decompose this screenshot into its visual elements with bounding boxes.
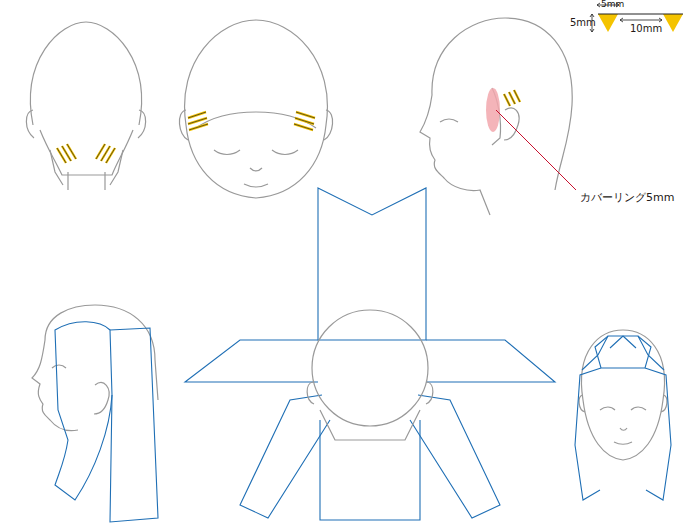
callout-label: カバーリング5mm bbox=[580, 192, 674, 204]
dimension-label: 5mm bbox=[570, 17, 596, 28]
side-sections bbox=[32, 305, 158, 431]
front-head bbox=[179, 20, 332, 198]
dimension-label: 5mm bbox=[601, 0, 624, 10]
dimension-label: 10mm bbox=[630, 23, 662, 34]
leader-line bbox=[496, 110, 576, 190]
top-head bbox=[307, 310, 433, 440]
back-head bbox=[26, 22, 145, 190]
side-head bbox=[420, 18, 572, 215]
front-sections bbox=[579, 330, 667, 460]
section-panels bbox=[185, 188, 555, 520]
